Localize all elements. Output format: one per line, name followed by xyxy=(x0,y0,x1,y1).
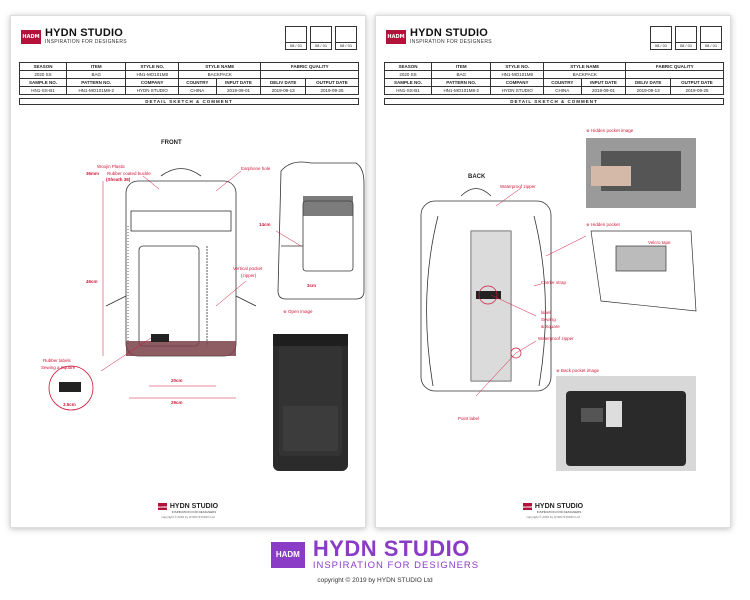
dimension: 3cm xyxy=(307,283,317,288)
back-mesh xyxy=(471,231,511,381)
section-title: DETAIL SKETCH & COMMENT xyxy=(19,98,359,105)
spec-sheet-back: HADM HYDN STUDIO INSPIRATION FOR DESIGNE… xyxy=(375,15,731,528)
page-box: 08 / 01 xyxy=(335,26,357,50)
footer-tagline: INSPIRATION FOR DESIGNERS xyxy=(536,510,582,514)
footer-tagline: INSPIRATION FOR DESIGNERS xyxy=(171,510,217,514)
sheet-footer: HADM HYDN STUDIO INSPIRATION FOR DESIGNE… xyxy=(376,503,730,519)
page-boxes: 08 / 01 08 / 01 08 / 01 xyxy=(647,26,722,50)
brand-logo-icon: HADM xyxy=(270,541,305,568)
annotation: ※ Hidden pocket xyxy=(586,222,620,227)
open-image-photo xyxy=(273,334,348,471)
annotation: Velcro tape xyxy=(648,240,671,245)
top-handle xyxy=(160,168,202,177)
front-bottom-panel xyxy=(126,341,236,356)
annotation: Carrier strap xyxy=(541,280,567,285)
back-pocket-photo xyxy=(556,376,696,471)
dimension: 29cm xyxy=(171,400,183,405)
sheet-header: HADM HYDN STUDIO INSPIRATION FOR DESIGNE… xyxy=(21,28,127,45)
dimension: 14cm xyxy=(259,222,271,227)
section-title: DETAIL SKETCH & COMMENT xyxy=(384,98,724,105)
back-bag-body xyxy=(420,200,552,392)
annotation: Sewing a Square xyxy=(41,365,76,370)
annotation: & Square xyxy=(541,324,560,329)
hidden-pocket-sketch xyxy=(590,230,697,312)
side-bag-body xyxy=(277,161,365,300)
page-box: 08 / 01 xyxy=(675,26,697,50)
brand-tagline: INSPIRATION FOR DESIGNERS xyxy=(45,39,127,45)
annotation: Waterproof zipper xyxy=(538,336,574,341)
bottom-brand: HADM HYDN STUDIO INSPIRATION FOR DESIGNE… xyxy=(0,538,750,584)
page-box: 08 / 01 xyxy=(700,26,722,50)
dimension: 20cm xyxy=(171,378,183,383)
back-label xyxy=(476,291,501,299)
annotation: ※ Back pocket image xyxy=(556,368,600,373)
brand-logo-icon: HADM xyxy=(386,29,406,44)
footer-logo-icon: HADM xyxy=(157,503,167,510)
brand-name: HYDN STUDIO xyxy=(45,27,123,39)
spec-sheet-front: HADM HYDN STUDIO INSPIRATION FOR DESIGNE… xyxy=(10,15,366,528)
brand-name: HYDN STUDIO xyxy=(312,536,470,561)
annotation: Earphone hole xyxy=(241,166,271,171)
front-bag-body xyxy=(125,180,237,357)
annotation: (Sheath 38) xyxy=(106,177,131,182)
right-strap xyxy=(533,215,546,387)
view-label-back: BACK xyxy=(468,174,486,180)
footer-brand: HYDN STUDIO xyxy=(534,503,584,510)
annotation: (zipper) xyxy=(241,273,257,278)
annotation: Waterproof zipper xyxy=(500,184,536,189)
spec-table: SEASON ITEM STYLE NO. STYLE NAME FABRIC … xyxy=(383,62,725,95)
copyright: copyright © 2019 by HYDN STUDIO Ltd xyxy=(317,577,433,584)
front-top-strap xyxy=(130,210,232,232)
brand-name: HYDN STUDIO xyxy=(410,27,488,39)
footer-copyright: copyright © 2019 by HYDN STUDIO Ltd xyxy=(526,515,580,519)
annotation: label xyxy=(541,310,551,315)
spec-table: SEASON ITEM STYLE NO. STYLE NAME FABRIC … xyxy=(18,62,360,95)
brand-tagline: INSPIRATION FOR DESIGNERS xyxy=(410,39,492,45)
annotation: ※ Open image xyxy=(283,309,313,314)
rubber-label xyxy=(151,334,169,342)
page-box: 08 / 01 xyxy=(650,26,672,50)
detail-label xyxy=(59,382,81,392)
brand-tagline: INSPIRATION FOR DESIGNERS xyxy=(312,560,480,571)
annotation: Point label xyxy=(458,416,480,421)
hidden-pocket-photo xyxy=(586,138,696,208)
footer-brand: HYDN STUDIO xyxy=(169,503,219,510)
dimension: 3.5cm xyxy=(63,402,76,407)
annotation: Rubber labels xyxy=(43,358,71,363)
back-sketch xyxy=(420,138,697,471)
annotation: Rubber coated buckle xyxy=(107,171,151,176)
page-box: 08 / 01 xyxy=(285,26,307,50)
side-panel xyxy=(303,196,353,216)
annotation: ※ Hidden pocket image xyxy=(586,128,634,133)
left-strap xyxy=(426,215,439,387)
footer-logo-icon: HADM xyxy=(522,503,532,510)
page-box: 08 / 01 xyxy=(310,26,332,50)
sheet-header: HADM HYDN STUDIO INSPIRATION FOR DESIGNE… xyxy=(386,28,492,45)
view-label-front: FRONT xyxy=(161,140,182,146)
front-pocket xyxy=(138,245,200,347)
brand-logo-icon: HADM xyxy=(21,29,41,44)
dimension: 46cm xyxy=(86,279,98,284)
dimension: 36mm xyxy=(86,171,100,176)
annotation: Sewing xyxy=(541,317,556,322)
back-handle xyxy=(460,188,492,197)
annotation: Woojin Plastic xyxy=(97,164,126,169)
front-sketch xyxy=(48,161,365,471)
footer-copyright: copyright © 2019 by HYDN STUDIO Ltd xyxy=(161,515,215,519)
annotation: Vertical pocket xyxy=(233,266,263,271)
sheet-footer: HADM HYDN STUDIO INSPIRATION FOR DESIGNE… xyxy=(11,503,365,519)
page-boxes: 08 / 01 08 / 01 08 / 01 xyxy=(282,26,357,50)
